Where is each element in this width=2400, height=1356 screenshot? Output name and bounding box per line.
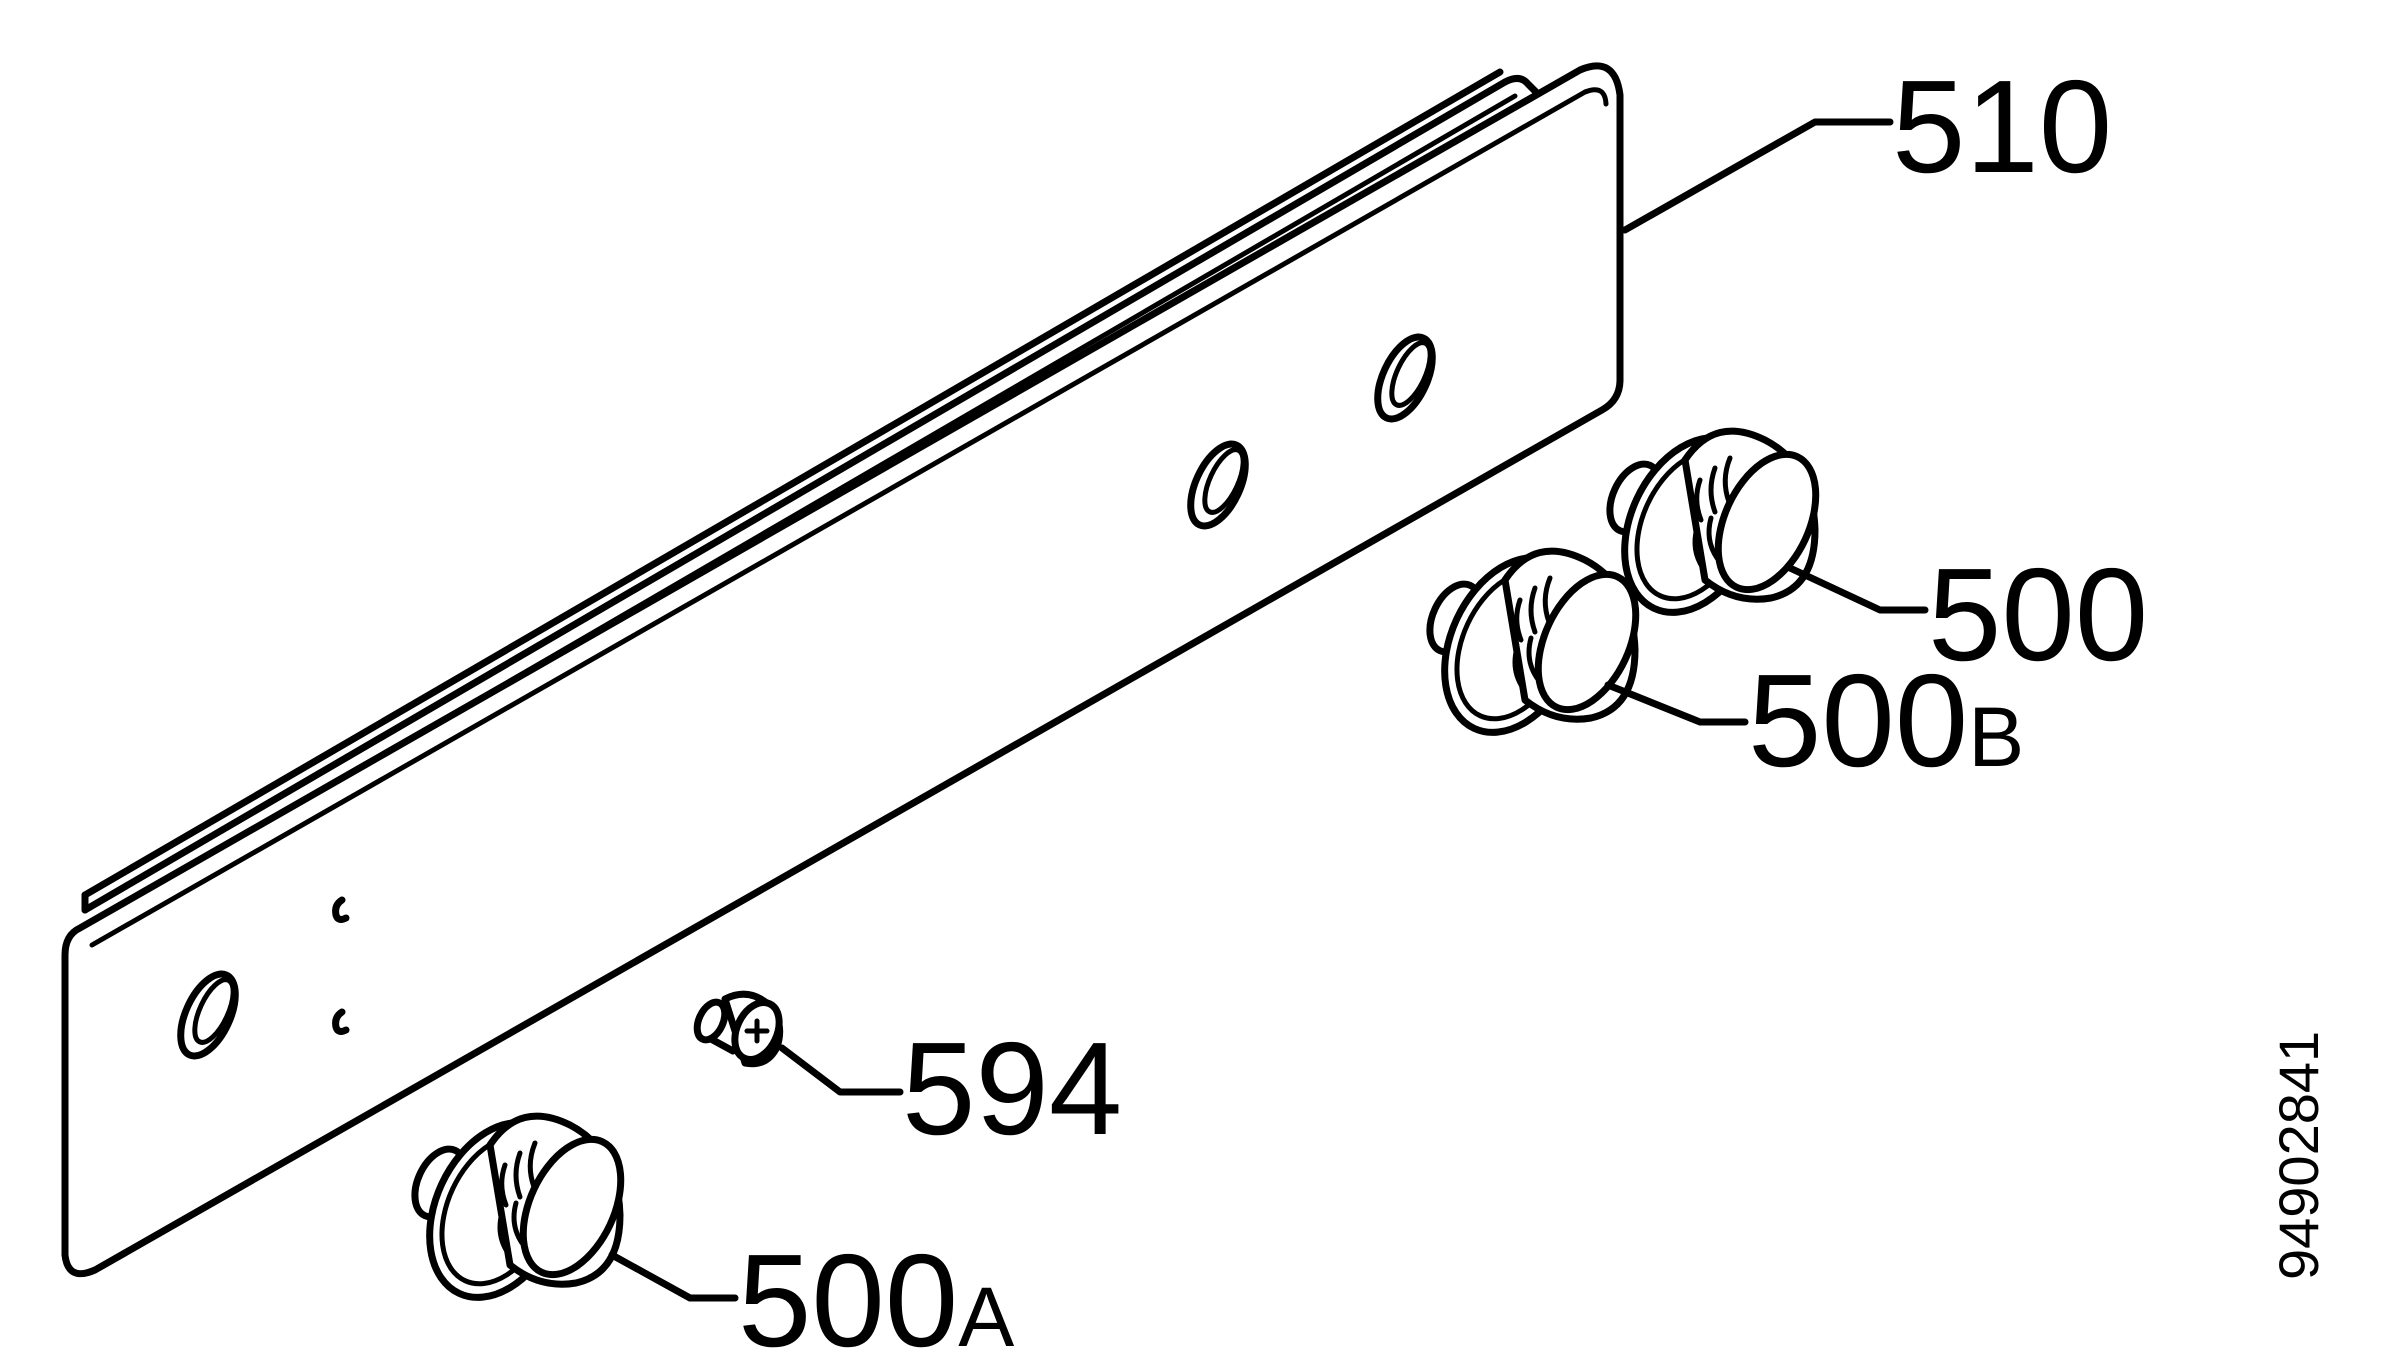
- knob-500b: [1426, 547, 1640, 736]
- leader-line-500b: [1604, 681, 1749, 726]
- panel-hole: [1187, 440, 1249, 530]
- panel-slot: [332, 1008, 350, 1035]
- leader-line-510: [1621, 118, 1894, 234]
- part-label-500: 500: [1928, 541, 2148, 688]
- button-594: [693, 990, 784, 1068]
- part-label-500b: 500B: [1748, 647, 2024, 794]
- leader-line-500a: [608, 1251, 739, 1302]
- panel-slot: [332, 896, 350, 923]
- leader-line-594: [778, 1044, 904, 1096]
- leader-line-500: [1786, 564, 1929, 614]
- part-label-510: 510: [1892, 53, 2112, 200]
- part-label-594: 594: [902, 1015, 1122, 1162]
- control-panel: [61, 62, 1624, 1278]
- panel-hole: [1374, 333, 1436, 423]
- part-label-500a: 500A: [738, 1227, 1014, 1356]
- knob-500a: [411, 1112, 625, 1301]
- knob-500: [1606, 427, 1820, 616]
- drawing-number: 94902841: [2267, 1031, 2330, 1280]
- panel-hole: [177, 970, 239, 1060]
